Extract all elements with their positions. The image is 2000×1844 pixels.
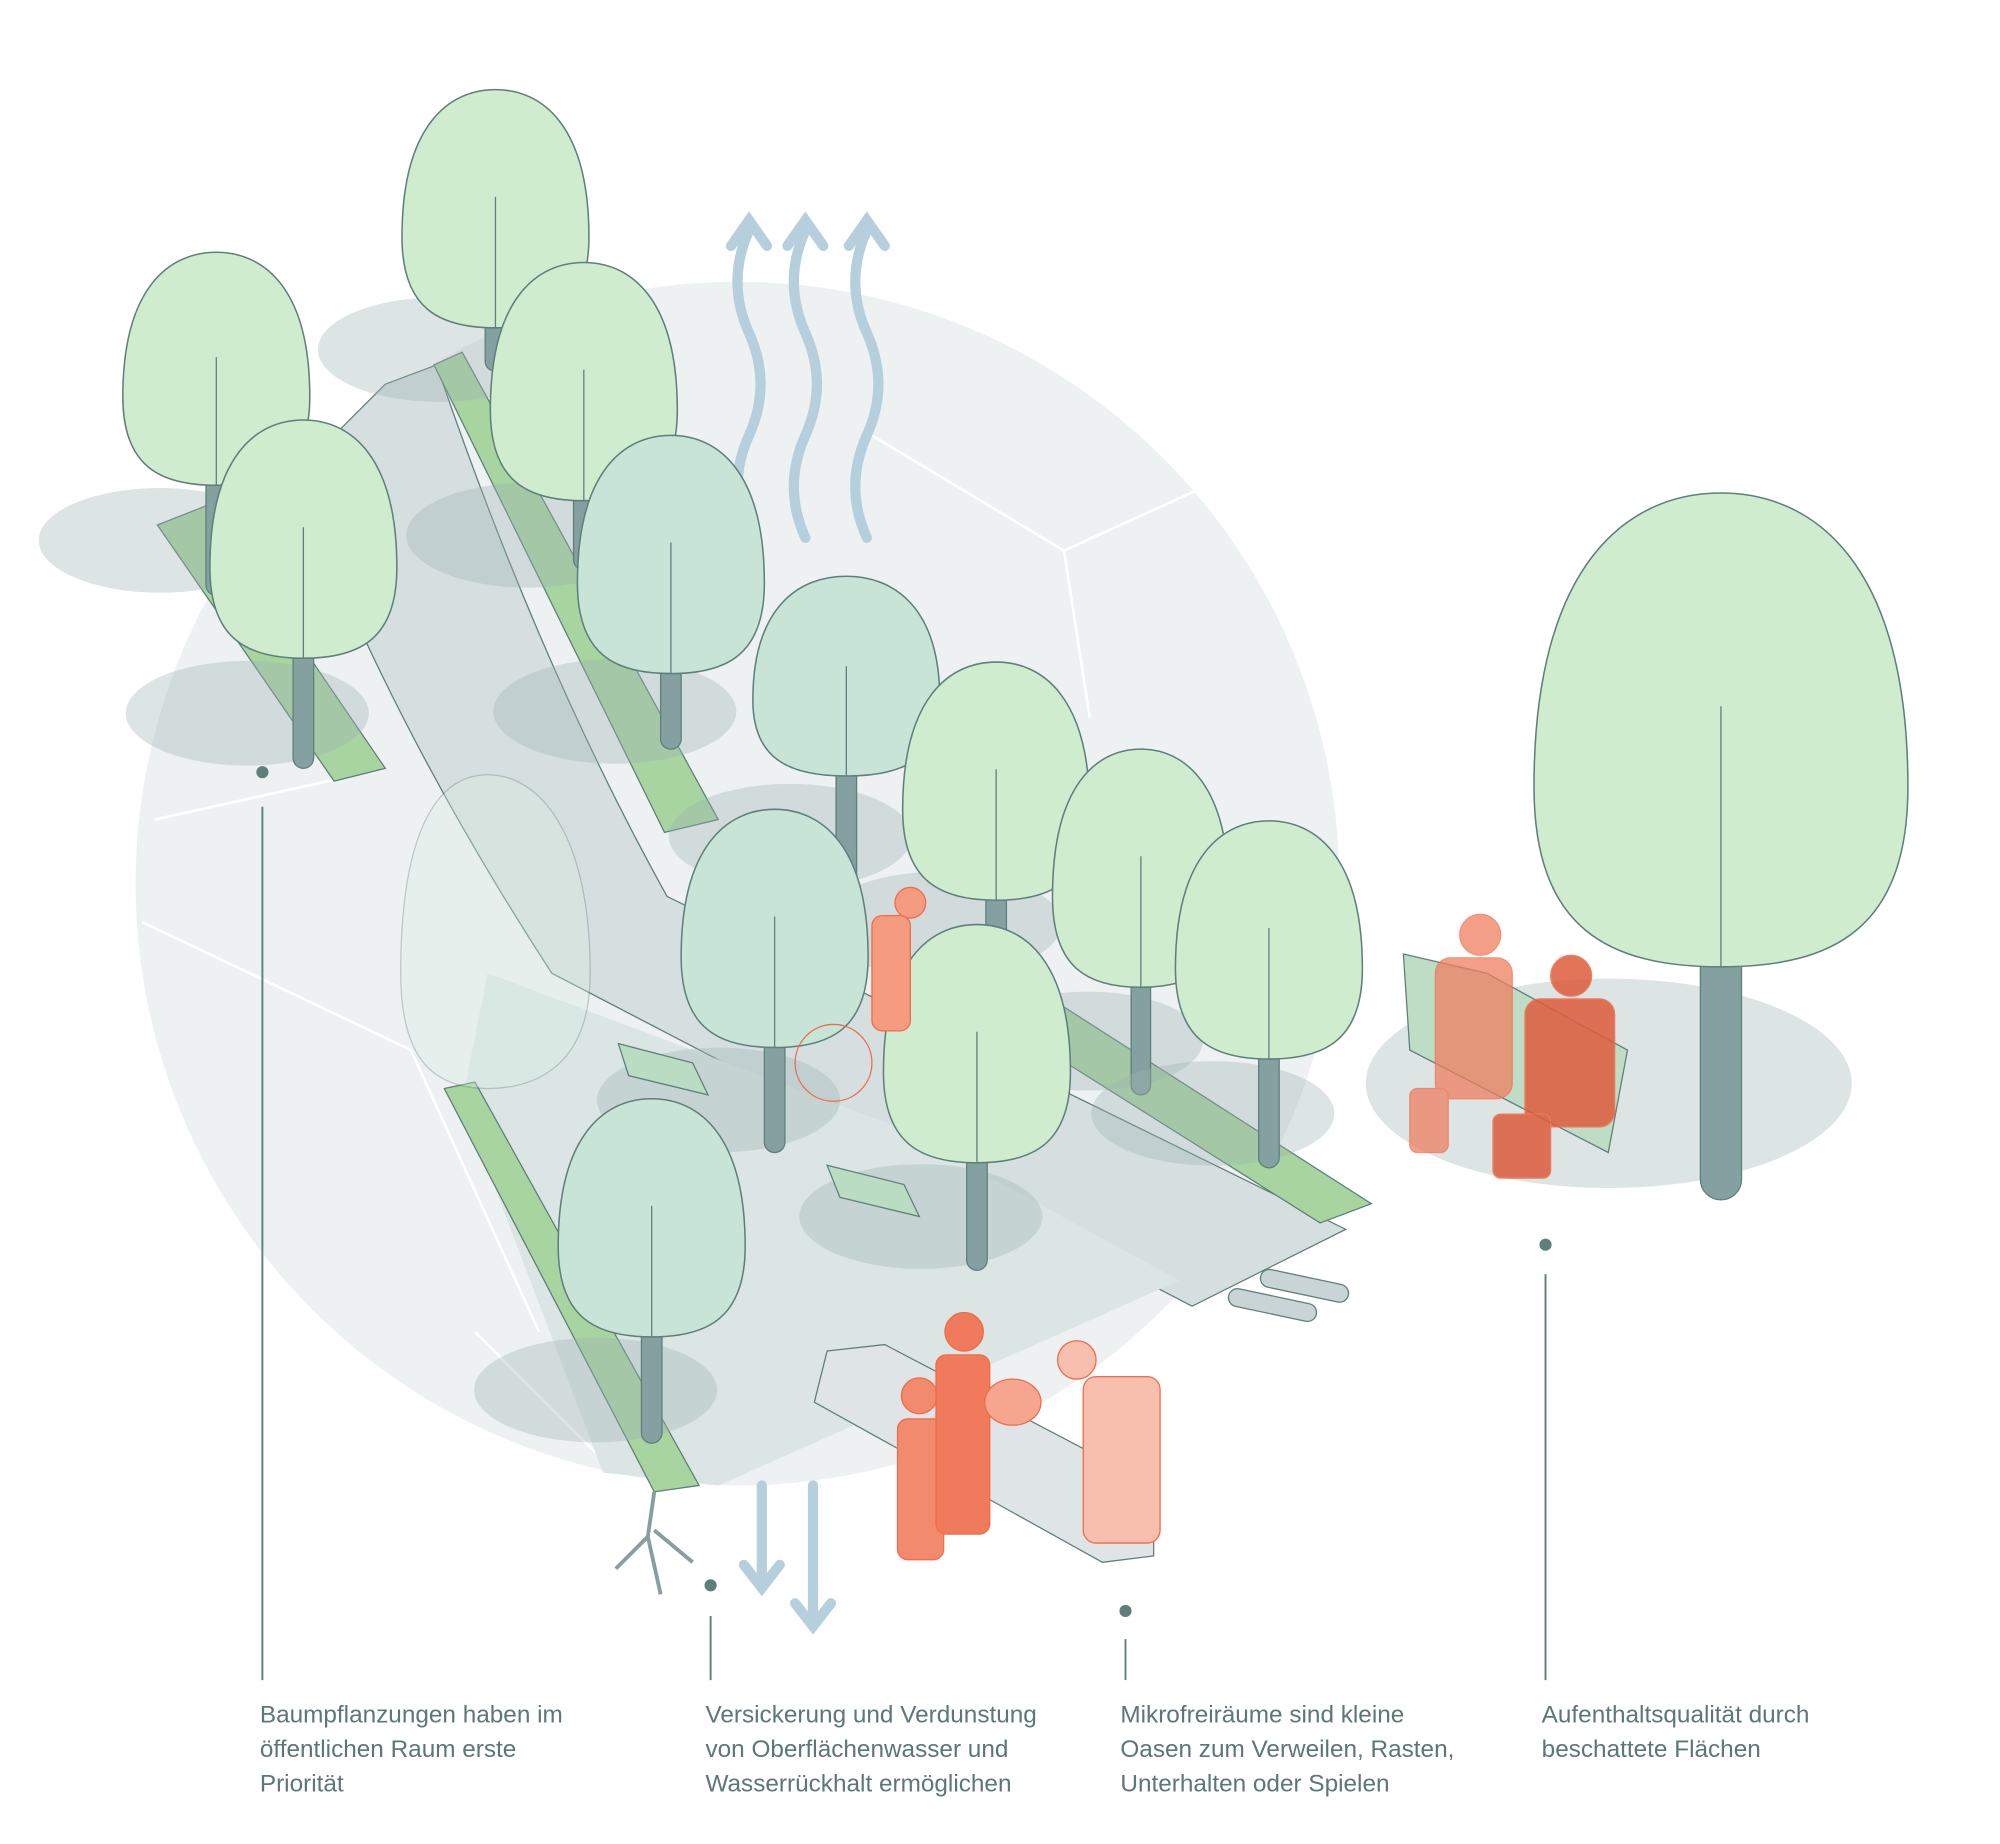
caption-line: Mikrofreiräume sind kleine bbox=[1120, 1701, 1404, 1728]
caption-line: Wasserrückhalt ermöglichen bbox=[705, 1770, 1011, 1797]
person-woman bbox=[1056, 1340, 1161, 1544]
tree bbox=[1091, 820, 1364, 1169]
tree bbox=[493, 434, 766, 764]
arrow-head-up-icon bbox=[725, 211, 773, 251]
person-child bbox=[896, 1377, 945, 1561]
annotation-mikrofreiraeume: Mikrofreiräume sind kleine Oasen zum Ver… bbox=[1120, 1701, 1454, 1797]
tree-shadow bbox=[493, 658, 737, 764]
caption-line: Unterhalten oder Spielen bbox=[1120, 1770, 1389, 1797]
evaporation-arrow bbox=[788, 225, 822, 543]
person-seated-2 bbox=[1492, 954, 1616, 1179]
person-seated-1 bbox=[1409, 913, 1513, 1154]
people bbox=[794, 886, 1616, 1561]
caption-line: Versickerung und Verdunstung bbox=[705, 1701, 1036, 1728]
tree-shadow bbox=[1091, 1061, 1335, 1166]
caption-line: Aufenthaltsqualität durch bbox=[1542, 1701, 1810, 1728]
ghost-tree bbox=[400, 774, 591, 1090]
tree-shadow bbox=[125, 660, 369, 766]
tree bbox=[125, 419, 398, 769]
building-outlines bbox=[141, 434, 1283, 1461]
arrow-head-down-icon bbox=[738, 1559, 785, 1597]
annotation-baumpflanzungen: Baumpflanzungen haben im öffentlichen Ra… bbox=[260, 1701, 563, 1797]
caption-line: Priorität bbox=[260, 1770, 344, 1797]
trees bbox=[38, 88, 1909, 1444]
annotation-aufenthaltsqualitaet: Aufenthaltsqualität durch beschattete Fl… bbox=[1542, 1701, 1810, 1763]
drainage-pipes bbox=[1227, 1268, 1350, 1323]
leader-lines bbox=[256, 766, 1552, 1681]
tree-roots-icon bbox=[614, 1491, 694, 1595]
person-girl-watering bbox=[935, 1311, 1042, 1535]
annotation-versickerung: Versickerung und Verdunstung von Oberflä… bbox=[705, 1701, 1036, 1797]
tree bbox=[474, 1097, 746, 1444]
person-cyclist bbox=[794, 886, 927, 1102]
evaporation-arrow bbox=[850, 225, 884, 543]
caption-line: Baumpflanzungen haben im bbox=[260, 1701, 563, 1728]
tree-canopy bbox=[400, 774, 591, 1090]
arrow-head-up-icon bbox=[782, 211, 829, 251]
caption-line: beschattete Flächen bbox=[1542, 1736, 1761, 1763]
planting-strip bbox=[433, 351, 720, 834]
arrow-head-up-icon bbox=[843, 211, 890, 251]
water-arrows bbox=[725, 211, 890, 1635]
tree-shadow bbox=[474, 1337, 718, 1443]
tree bbox=[406, 261, 679, 588]
arrow-head-down-icon bbox=[789, 1598, 837, 1635]
caption-line: öffentlichen Raum erste bbox=[260, 1736, 516, 1763]
caption-line: Oasen zum Verweilen, Rasten, bbox=[1120, 1736, 1454, 1763]
caption-line: von Oberflächenwasser und bbox=[705, 1736, 1008, 1763]
